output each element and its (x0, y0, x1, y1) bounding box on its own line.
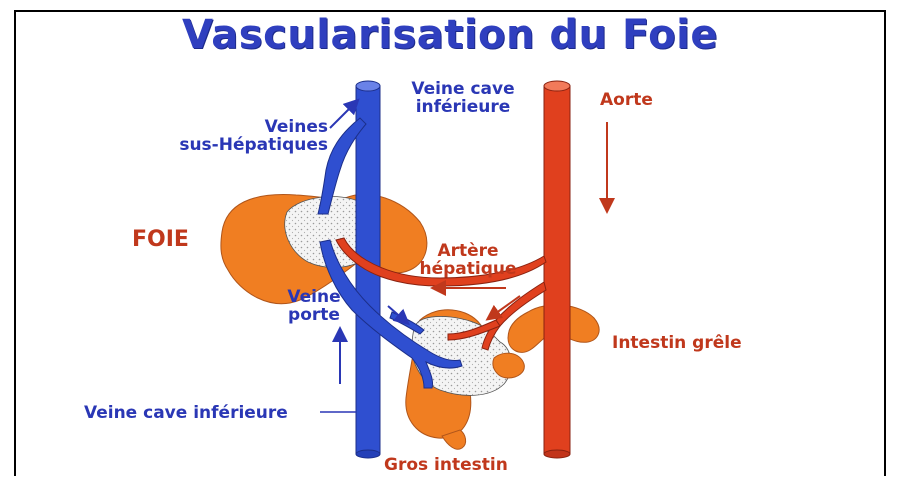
hepatic-veins-label-line1: Veines (110, 118, 328, 136)
large-intestine-label: Gros intestin (384, 456, 508, 474)
vci-top-label-line2: inférieure (396, 98, 530, 116)
hepatic-artery-label-line2: hépatique (400, 260, 536, 278)
vci-bottom-label: Veine cave inférieure (84, 404, 288, 422)
small-intestine-label: Intestin grêle (612, 334, 742, 352)
hepatic-artery-label-line1: Artère (400, 242, 536, 260)
hepatic-veins-label: Veines sus-Hépatiques (110, 118, 328, 154)
vci-top-label: Veine cave inférieure (396, 80, 530, 116)
portal-vein-label: Veine porte (270, 288, 358, 324)
hepatic-veins-label-line2: sus-Hépatiques (110, 136, 328, 154)
hepatic-artery-label: Artère hépatique (400, 242, 536, 278)
liver-label: FOIE (132, 228, 189, 252)
aorta (544, 81, 570, 458)
portal-vein-label-line1: Veine (270, 288, 358, 306)
portal-vein-label-line2: porte (270, 306, 358, 324)
vci-upper-pointer-arrow (330, 104, 354, 128)
aorta-label: Aorte (600, 91, 653, 109)
vci-top-label-line1: Veine cave (396, 80, 530, 98)
